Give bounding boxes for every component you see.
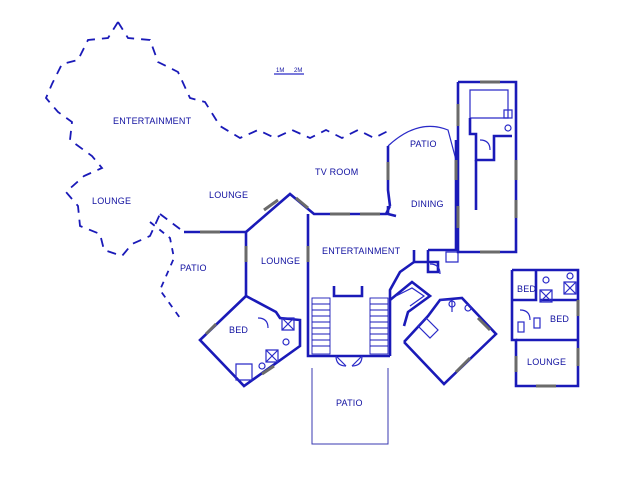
label-tv-room: TV ROOM [315,167,358,177]
stairs-right [369,297,389,355]
room-labels: ENTERTAINMENT LOUNGE LOUNGE TV ROOM PATI… [92,116,569,408]
label-bed-left: BED [229,325,248,335]
label-bed-right: BED [550,314,569,324]
scale-label-2m: 2M [294,68,302,74]
windows [200,80,580,388]
label-patio-left: PATIO [180,263,207,273]
label-entertainment-center: ENTERTAINMENT [322,246,401,256]
label-bed-right-top: BED [517,284,536,294]
label-lounge-mid: LOUNGE [209,190,248,200]
scale-label-1m: 1M [276,68,284,74]
label-patio-bottom: PATIO [336,398,363,408]
label-lounge-right: LOUNGE [527,357,566,367]
label-lounge-center: LOUNGE [261,256,300,266]
label-lounge-left: LOUNGE [92,196,131,206]
label-patio-top: PATIO [410,139,437,149]
stairs-left [311,297,331,355]
label-entertainment-top: ENTERTAINMENT [113,116,192,126]
front-patio-outline [311,368,389,445]
house-walls [184,80,580,388]
scale-bar: 1M 2M [274,68,304,75]
label-dining: DINING [411,199,444,209]
